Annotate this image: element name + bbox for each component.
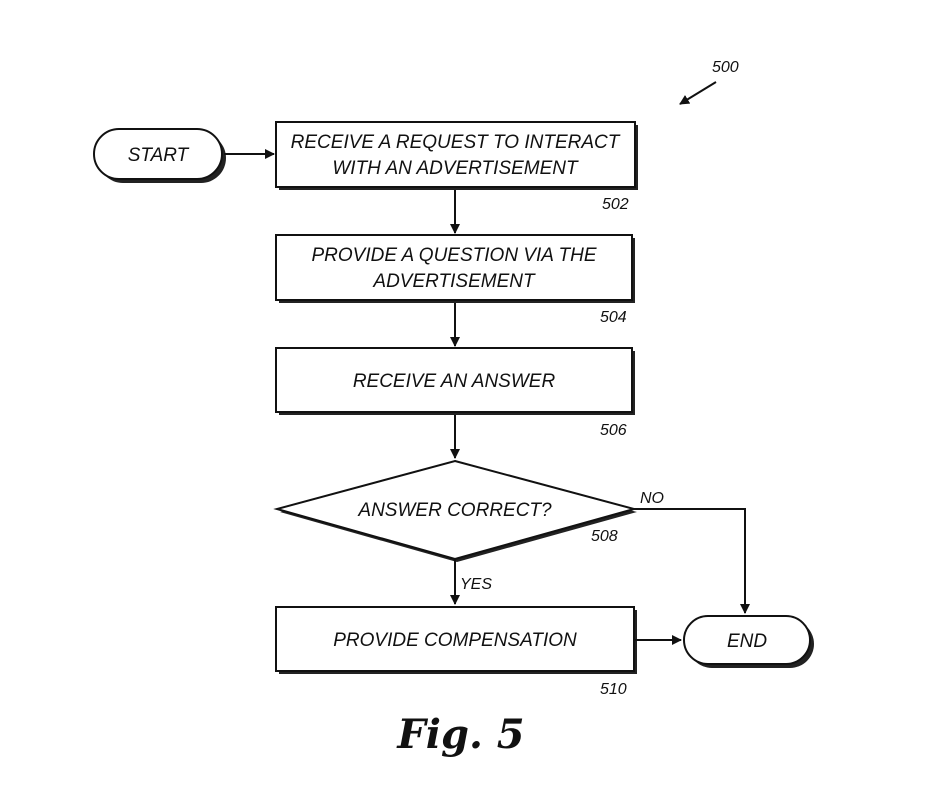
start-terminal: START — [93, 128, 226, 183]
ref-504: 504 — [600, 309, 627, 326]
arrow-508-no-to-end — [634, 508, 750, 614]
ref-506: 506 — [600, 422, 627, 439]
end-label: END — [727, 631, 767, 652]
end-terminal: END — [683, 615, 814, 668]
yes-label: YES — [460, 576, 492, 593]
box-504-line1: PROVIDE A QUESTION VIA THE — [311, 245, 596, 266]
box-510-label: PROVIDE COMPENSATION — [333, 630, 577, 651]
box-504-line2: ADVERTISEMENT — [372, 271, 536, 292]
figure-ref-arrow — [679, 81, 717, 105]
decision-508-label: ANSWER CORRECT? — [357, 500, 552, 521]
process-box-510: PROVIDE COMPENSATION — [275, 606, 637, 674]
box-502-line1: RECEIVE A REQUEST TO INTERACT — [291, 132, 621, 153]
process-box-504: PROVIDE A QUESTION VIA THE ADVERTISEMENT — [275, 234, 635, 303]
ref-502: 502 — [602, 196, 629, 213]
process-box-506: RECEIVE AN ANSWER — [275, 347, 635, 415]
figure-ref-label: 500 — [712, 59, 739, 76]
process-box-502: RECEIVE A REQUEST TO INTERACT WITH AN AD… — [275, 121, 638, 190]
start-label: START — [128, 145, 190, 166]
ref-508: 508 — [591, 528, 618, 545]
box-502-line2: WITH AN ADVERTISEMENT — [332, 158, 579, 179]
decision-diamond-508: ANSWER CORRECT? — [273, 459, 638, 562]
ref-510: 510 — [600, 681, 627, 698]
figure-caption: Fig. 5 — [396, 711, 524, 758]
no-label: NO — [640, 490, 664, 507]
box-506-label: RECEIVE AN ANSWER — [353, 371, 556, 392]
